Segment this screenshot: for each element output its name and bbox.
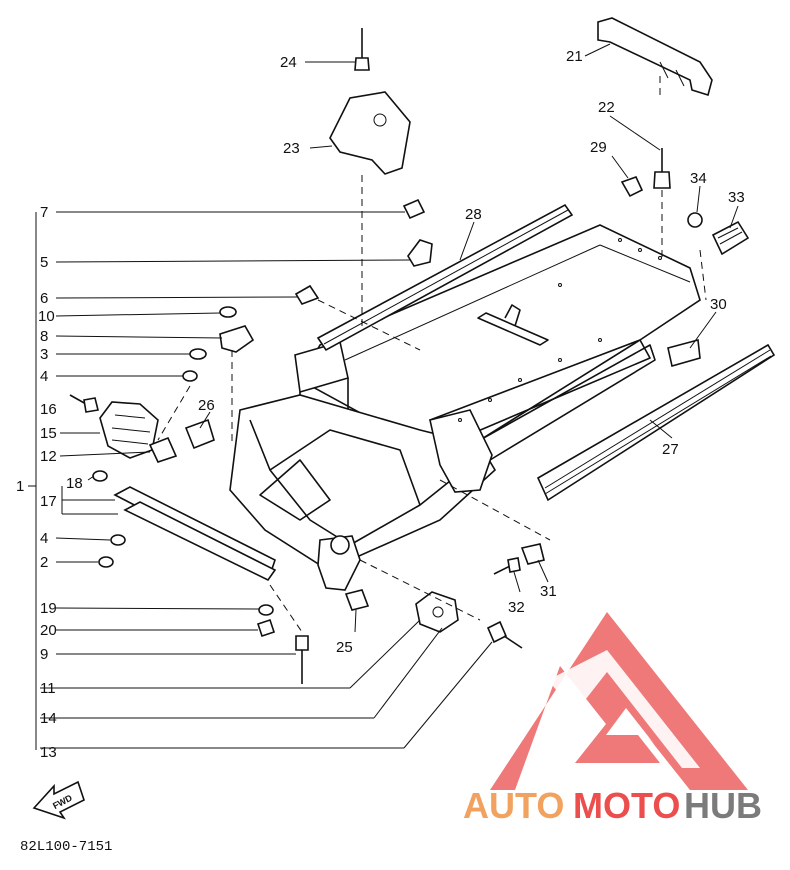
under-frame (229, 394, 497, 566)
part-32-screw (493, 557, 521, 575)
callout-22: 22 (598, 99, 615, 116)
alignment-lines (157, 76, 707, 633)
part-8-mount (219, 325, 255, 353)
part-6-clip (294, 284, 320, 305)
part-16-bolt (69, 394, 99, 413)
part-5-bracket (407, 239, 433, 267)
callout-8: 8 (40, 328, 48, 345)
callout-18: 18 (66, 475, 83, 492)
frame-top-deck (298, 224, 701, 441)
callout-2: 2 (40, 554, 48, 571)
part-22-pin (653, 148, 671, 189)
part-4-washer-lower (110, 534, 126, 546)
callout-26: 26 (198, 397, 215, 414)
part-31-clip (520, 543, 545, 565)
part-30-plate (667, 338, 701, 368)
part-11-bracket (415, 591, 459, 633)
callout-5: 5 (40, 254, 48, 271)
part-24-pin (354, 28, 370, 71)
callout-20: 20 (40, 622, 57, 639)
part-18-washer (92, 470, 108, 482)
callout-10: 10 (38, 308, 55, 325)
leader-lines (40, 43, 739, 749)
watermark-auto: AUTO (463, 785, 564, 826)
callout-29: 29 (590, 139, 607, 156)
part-13-bolt (486, 620, 523, 649)
callout-4-lower: 4 (40, 530, 48, 547)
callout-1: 1 (16, 478, 24, 495)
frame-holes (458, 238, 662, 422)
part-4-washer-upper (182, 370, 198, 382)
callout-25: 25 (336, 639, 353, 656)
callout-17: 17 (40, 493, 57, 510)
callout-4-upper: 4 (40, 368, 48, 385)
watermark: AUTO MOTO HUB (463, 612, 762, 826)
part-29-cap (620, 176, 644, 198)
callout-6: 6 (40, 290, 48, 307)
callout-21: 21 (566, 48, 583, 65)
diagram-code: 82L100-7151 (20, 839, 112, 855)
callout-31: 31 (540, 583, 557, 600)
callout-9: 9 (40, 646, 48, 663)
watermark-logo-mark (490, 612, 748, 790)
callout-3: 3 (40, 346, 48, 363)
watermark-moto: MOTO (573, 785, 680, 826)
callout-14: 14 (40, 710, 57, 727)
callout-13: 13 (40, 744, 57, 761)
spindle-mount (317, 535, 361, 591)
rear-tube (429, 409, 493, 493)
deck-bracket (477, 304, 549, 346)
callout-28: 28 (465, 206, 482, 223)
part-3-washer (189, 348, 207, 360)
part-12-plate (148, 436, 178, 463)
callout-19: 19 (40, 600, 57, 617)
frame-assembly (113, 224, 701, 591)
callout-33: 33 (728, 189, 745, 206)
part-34-nut (687, 212, 703, 228)
part-19-washer (258, 604, 274, 616)
part-9-pin (295, 635, 309, 684)
callout-labels: 24 23 21 22 29 34 33 28 30 27 7 5 6 10 8… (16, 48, 745, 761)
part-21-bracket (597, 17, 713, 97)
callout-7: 7 (40, 204, 48, 221)
part-10-spacer (219, 306, 237, 318)
part-20-nut (256, 618, 276, 638)
part-33-plate (711, 220, 750, 256)
callout-34: 34 (690, 170, 707, 187)
callout-12: 12 (40, 448, 57, 465)
part-23-bracket (329, 91, 411, 175)
callout-24: 24 (280, 54, 297, 71)
callout-16: 16 (40, 401, 57, 418)
callout-15: 15 (40, 425, 57, 442)
watermark-hub: HUB (684, 785, 762, 826)
callout-23: 23 (283, 140, 300, 157)
watermark-logo-inner (548, 650, 700, 768)
callout-27: 27 (662, 441, 679, 458)
part-2-washer (98, 556, 114, 568)
callout-11: 11 (40, 680, 56, 697)
part-26-bracket (184, 418, 215, 450)
callout-30: 30 (710, 296, 727, 313)
fwd-arrow-icon: FWD (32, 780, 85, 820)
part-7-cap (402, 198, 426, 220)
callout-32: 32 (508, 599, 525, 616)
part-25-clip (344, 589, 370, 611)
